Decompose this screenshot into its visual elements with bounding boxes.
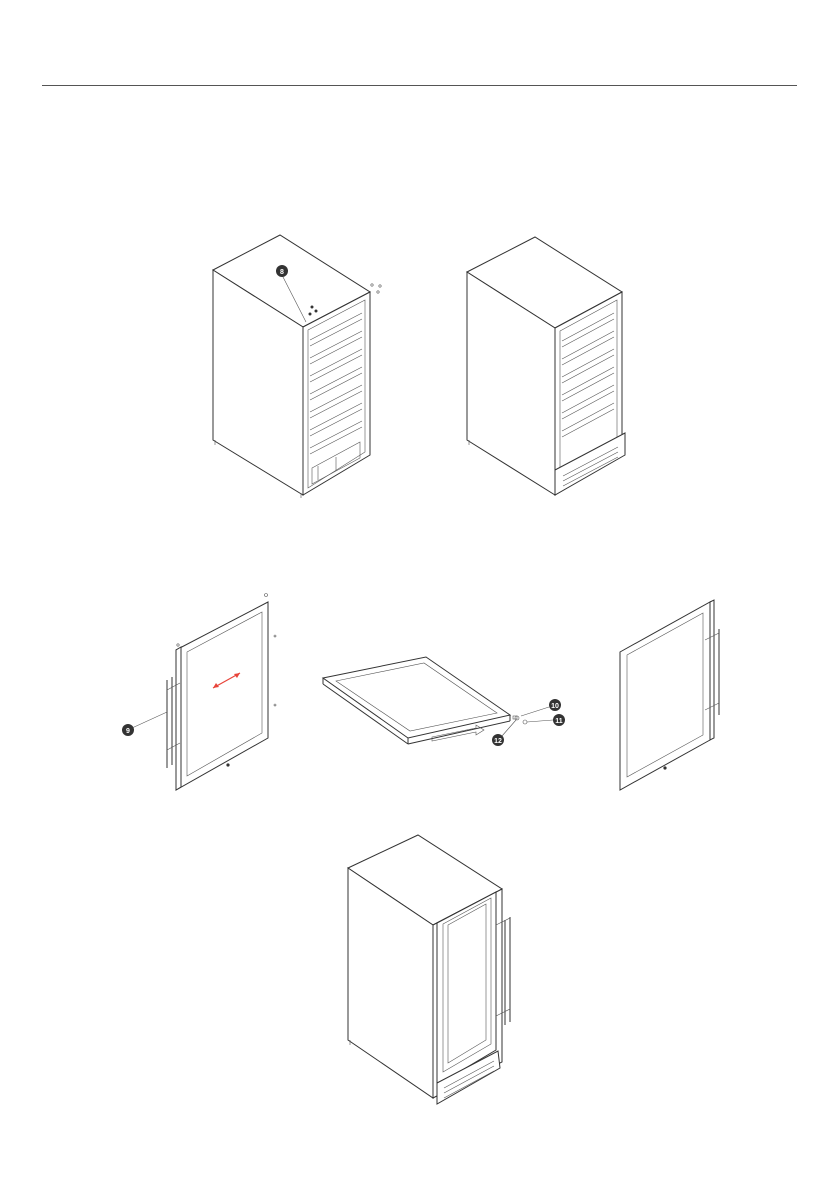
callout-9: 9 (122, 712, 167, 736)
assembled-cabinet (348, 835, 510, 1104)
door-reversed-handle (620, 600, 719, 790)
door-lying-flat (323, 657, 527, 744)
callout-11-label: 11 (555, 718, 563, 725)
callout-11: 11 (527, 714, 565, 726)
callout-9-label: 9 (126, 728, 130, 735)
callout-12-label: 12 (494, 738, 502, 745)
callout-10: 10 (521, 699, 561, 716)
callout-10-label: 10 (551, 703, 559, 710)
cabinet-without-door (213, 235, 381, 498)
cabinet-with-base (467, 237, 625, 495)
callout-8-label: 8 (280, 269, 284, 276)
door-with-handle (167, 594, 276, 791)
